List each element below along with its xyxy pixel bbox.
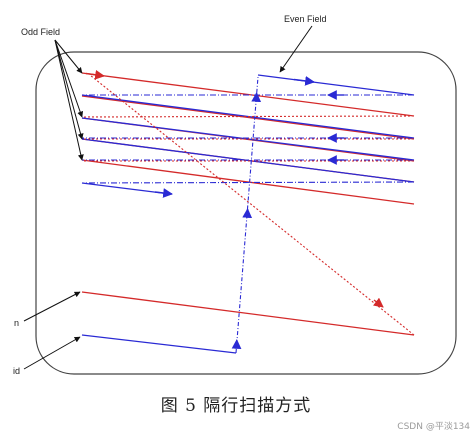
- odd-start-arrow: [85, 69, 105, 80]
- even-line-1: [257, 74, 415, 96]
- odd-pointer-4: [54, 39, 84, 161]
- odd-partial-label: n: [14, 318, 19, 328]
- horizontal-retrace-lines: [81, 94, 415, 184]
- odd-vertical-retrace: [89, 74, 415, 336]
- odd-partial-pointer: [23, 291, 81, 322]
- watermark: CSDN @平淡134: [397, 421, 470, 432]
- even-pointer: [279, 25, 313, 73]
- odd-line-2: [81, 95, 415, 140]
- odd-pointer-3: [54, 39, 84, 140]
- odd-field-lines: [81, 72, 415, 336]
- even-line-3: [81, 117, 415, 161]
- retrace-red-1: [81, 115, 415, 118]
- direction-arrows: [85, 69, 384, 349]
- even-partial-label: id: [13, 366, 20, 376]
- odd-diagonal-arrow: [373, 297, 384, 308]
- odd-line-last: [81, 291, 415, 336]
- even-field-label: Even Field: [284, 14, 327, 24]
- even-partial-pointer: [23, 336, 81, 370]
- even-field-lines: [81, 74, 415, 354]
- label-pointers: [23, 25, 313, 370]
- even-vertical-retrace: [235, 76, 259, 354]
- figure-caption: 图 5 隔行扫描方式: [161, 396, 312, 416]
- even-line-2: [81, 94, 415, 139]
- odd-pointer-1: [54, 39, 83, 74]
- retrace-blue-4: [81, 181, 415, 184]
- screen-frame: [35, 51, 457, 375]
- odd-pointer-2: [54, 39, 84, 118]
- odd-field-label: Odd Field: [21, 27, 60, 37]
- even-start-arrow: [293, 76, 315, 86]
- even-line-last-a: [81, 334, 237, 354]
- even-line-5-arrow: [154, 188, 173, 198]
